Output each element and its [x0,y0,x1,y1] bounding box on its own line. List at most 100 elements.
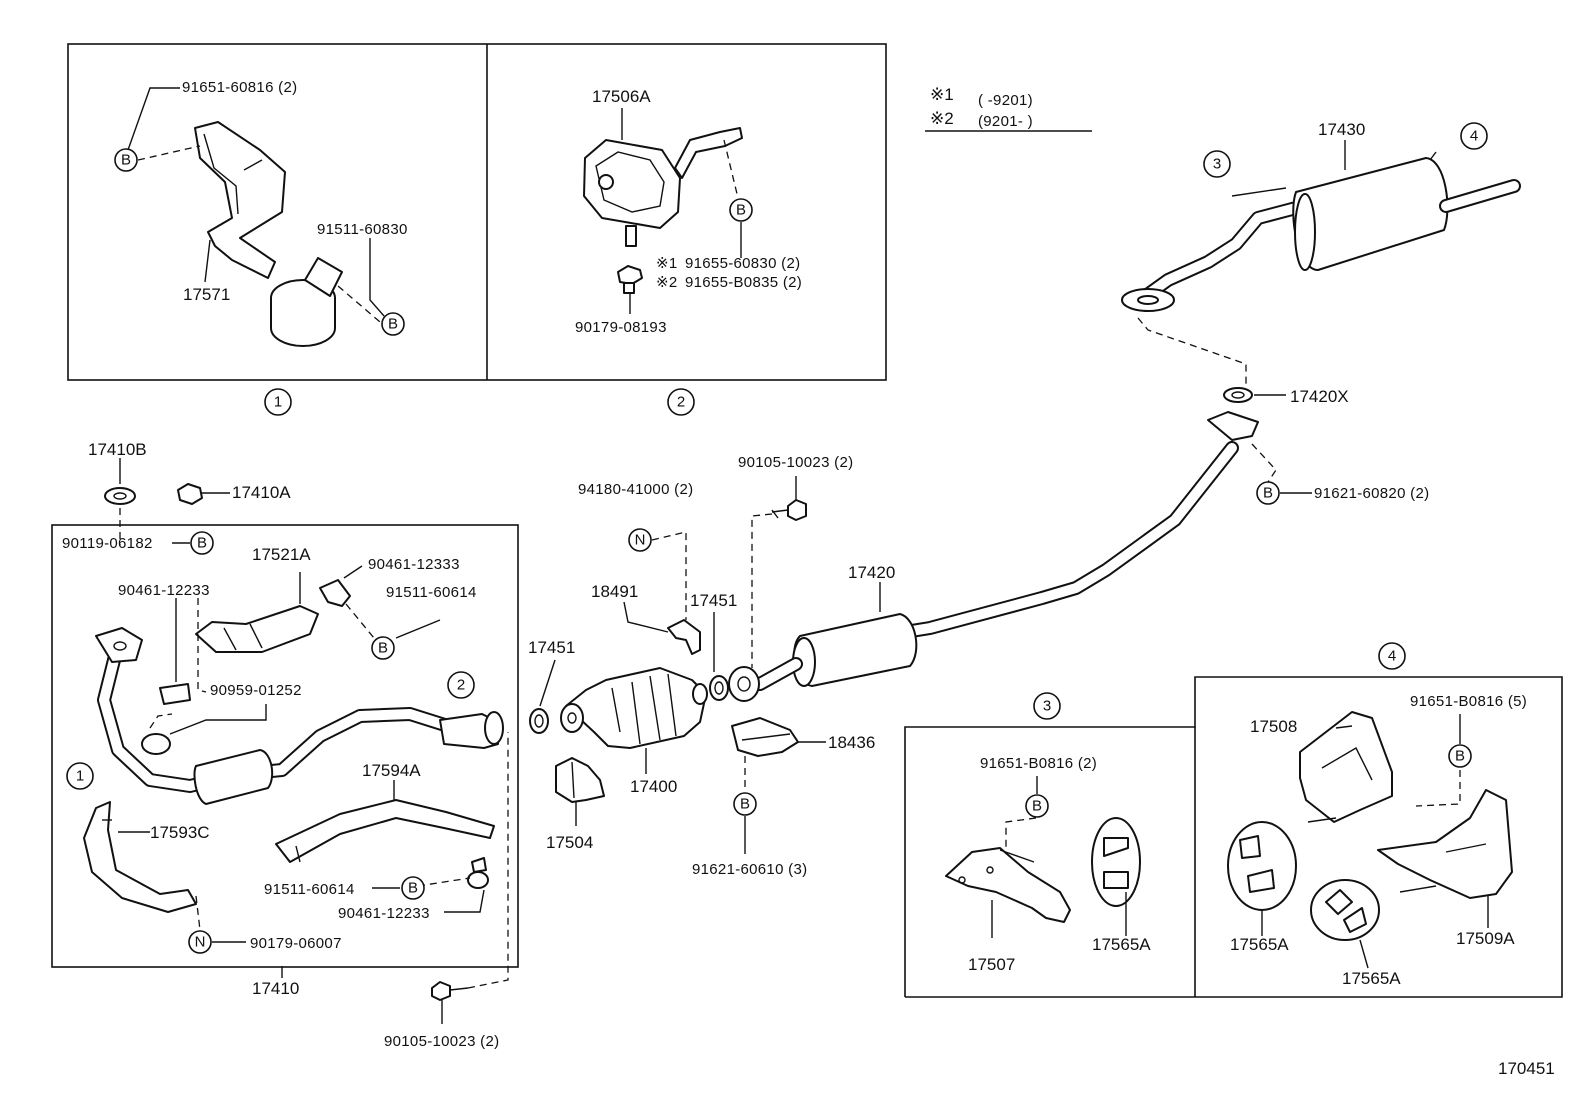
label-91621-60820: 91621-60820 (2) [1314,485,1429,502]
callout-2-main: 2 [457,677,465,694]
label-17508: 17508 [1250,717,1297,736]
b-marker: B [408,880,418,897]
label-17565A-c: 17565A [1342,969,1401,988]
label-90105-10023-bottom: 90105-10023 (2) [384,1033,499,1050]
label-17509A: 17509A [1456,929,1515,948]
label-90959-01252: 90959-01252 [210,682,302,699]
part-17451-gasket-left [529,708,549,734]
label-17594A: 17594A [362,761,421,780]
label-90179-08193: 90179-08193 [575,319,667,336]
label-94180-41000: 94180-41000 (2) [578,481,693,498]
part-17504-insulator [555,757,605,803]
part-17410-front-pipe [95,627,504,805]
part-90461-12233-clamp [159,683,191,705]
b-and-n-markers: B B B B B B B B B B N N [114,148,1472,954]
label-17420: 17420 [848,563,895,582]
callout-2-bottom: 2 [677,394,685,411]
callout-4-top: 4 [1470,128,1478,145]
part-17521a-insulator [195,605,319,653]
part-90179-08193-nut [617,265,643,294]
b-marker: B [740,796,750,813]
label-17507: 17507 [968,955,1015,974]
b-marker: B [121,152,131,169]
part-17565A-insulator-b [1227,821,1297,911]
label-91511-60614-b: 91511-60614 [264,881,355,898]
callout-1-bottom: 1 [274,394,282,411]
label-90179-06007: 90179-06007 [250,935,342,952]
legend-range-1: ( -9201) [978,92,1033,109]
label-17565A-b: 17565A [1230,935,1289,954]
detail-box-3-4 [904,676,1563,998]
part-17508-bracket [1299,711,1393,823]
label-17504: 17504 [546,833,593,852]
part-17593c-insulator [83,801,197,913]
label-17451-right: 17451 [690,591,737,610]
label-90461-12233-b: 90461-12233 [338,905,430,922]
part-90105-10023-bolt [771,499,807,521]
part-labels: 91651-60816 (2) 17571 91511-60830 17506A… [62,79,1555,1078]
part-18436-insulator [731,717,799,757]
part-17400-catalytic-converter [560,667,708,749]
label-17521A: 17521A [252,545,311,564]
label-17565A-a: 17565A [1092,935,1151,954]
b-marker: B [197,535,207,552]
part-18491-bracket [667,619,701,655]
label-90461-12233-a: 90461-12233 [118,582,210,599]
label-91651-B0816-b: 91651-B0816 (5) [1410,693,1527,710]
b-marker: B [1263,485,1273,502]
part-17565A-insulator-a [1091,817,1141,907]
b-marker: B [378,640,388,657]
label-91655-B0835: 91655-B0835 (2) [685,274,802,291]
label-17451-left: 17451 [528,638,575,657]
part-90461-12233b-clamp [467,857,489,889]
part-17565A-insulator-c [1310,879,1380,941]
n-marker: N [635,532,646,549]
callout-3-top: 3 [1213,156,1221,173]
label-17593C: 17593C [150,823,210,842]
part-17410a-nut [177,483,203,505]
label-17400: 17400 [630,777,677,796]
part-17506A-hanger [583,127,743,247]
b-marker: B [1032,798,1042,815]
part-17571-bracket [194,121,286,279]
b-marker: B [1455,748,1465,765]
part-17509A-insulator [1377,789,1513,899]
label-18436: 18436 [828,733,875,752]
legend-mark-2: ※2 [930,109,954,128]
label-170451: 170451 [1498,1059,1555,1078]
legend-mark-1: ※1 [930,85,954,104]
label-91511-60614-a: 91511-60614 [386,584,477,601]
part-90461-12333-clamp [319,579,351,607]
n-marker: N [195,934,206,951]
callout-circles: 1 2 3 4 2 1 3 4 [66,122,1488,790]
part-90959-01252-clamp [141,733,171,755]
part-91511-60830-clamp [270,257,343,347]
part-17507-bracket [945,847,1071,923]
label-91655-60830-mark: ※1 [656,255,678,272]
legend: ※1 ( -9201) ※2 (9201- ) [925,85,1092,132]
label-17506A: 17506A [592,87,651,106]
detail-box-1-2 [67,43,887,381]
part-17410b-gasket [104,487,136,505]
label-90461-12333: 90461-12333 [368,556,460,573]
part-17430-tail-muffler [1121,151,1521,312]
part-17420x-gasket [1223,387,1253,403]
label-90105-10023-top: 90105-10023 (2) [738,454,853,471]
main-assembly-box [51,524,519,968]
label-91651-60816: 91651-60816 (2) [182,79,297,96]
callout-1-main: 1 [76,768,84,785]
label-91511-60830: 91511-60830 [317,221,408,238]
label-17410: 17410 [252,979,299,998]
label-18491: 18491 [591,582,638,601]
label-17571: 17571 [183,285,230,304]
legend-range-2: (9201- ) [978,113,1033,130]
label-90119-06182: 90119-06182 [62,535,153,552]
part-17594a-insulator [275,799,495,863]
part-90105-10023-bottom-bolt [431,981,469,1001]
label-17410A: 17410A [232,483,291,502]
label-17410B: 17410B [88,440,147,459]
part-17451-gasket-right [709,675,729,701]
label-91651-B0816-a: 91651-B0816 (2) [980,755,1097,772]
label-91655-B0835-mark: ※2 [656,274,678,291]
